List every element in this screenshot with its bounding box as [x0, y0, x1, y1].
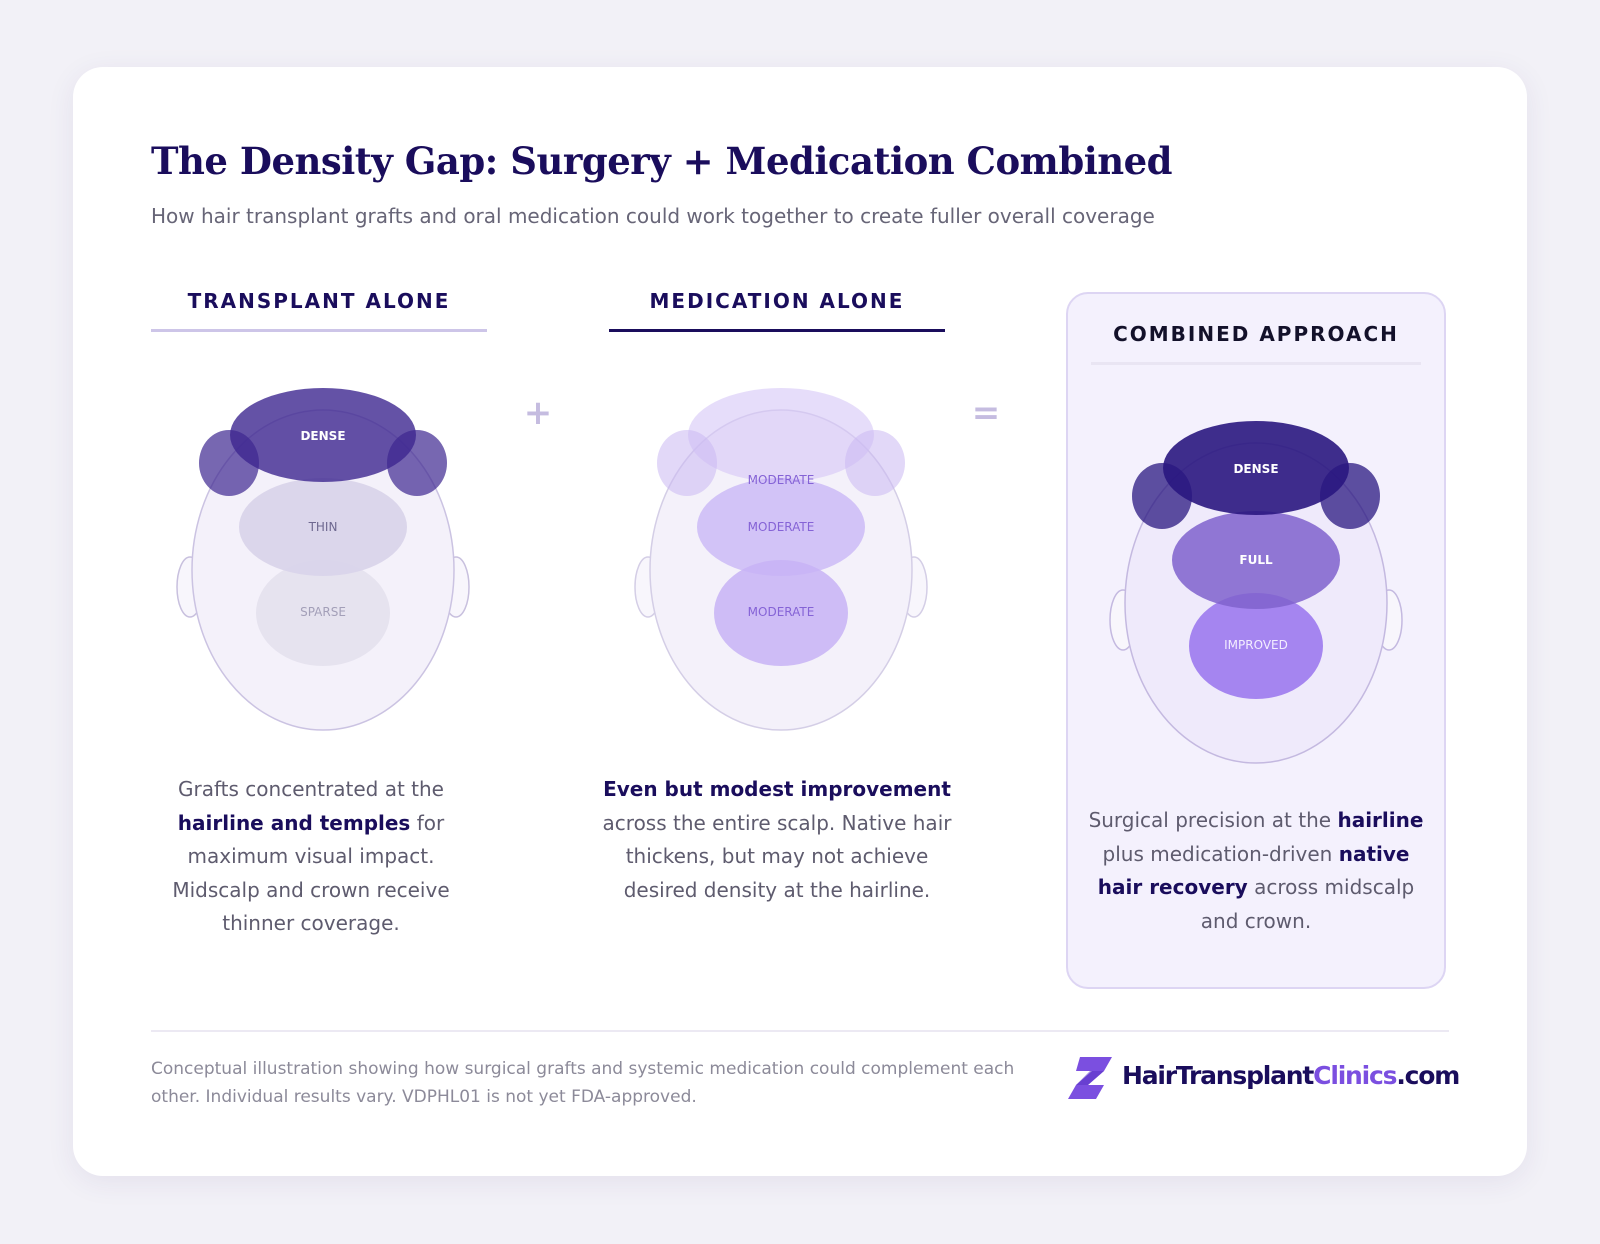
medication-description: Even but modest improvement across the e…	[602, 777, 952, 902]
footer-divider	[151, 1030, 1449, 1032]
combined-approach-panel: COMBINED APPROACH DENSE FULL IMPROVED Su…	[1066, 292, 1446, 989]
midscalp-label: THIN	[308, 520, 338, 534]
left-temple-zone	[199, 430, 259, 496]
hairline-zone	[688, 388, 874, 482]
transplant-description: Grafts concentrated at the hairline and …	[172, 777, 450, 935]
midscalp-label: FULL	[1239, 553, 1273, 567]
crown-zone	[714, 560, 848, 666]
hairline-zone	[230, 388, 416, 482]
midscalp-label: MODERATE	[748, 520, 815, 534]
left-temple-zone	[1132, 463, 1192, 529]
right-temple-zone	[387, 430, 447, 496]
head-diagram-medication: MODERATE MODERATE MODERATE	[634, 388, 928, 731]
brand-logo-icon	[1068, 1057, 1112, 1099]
left-temple-zone	[657, 430, 717, 496]
midscalp-zone	[697, 478, 865, 576]
hairline-label: MODERATE	[748, 473, 815, 487]
right-temple-zone	[1320, 463, 1380, 529]
crown-zone	[256, 560, 390, 666]
page-subtitle: How hair transplant grafts and oral medi…	[151, 204, 1155, 228]
footnote: Conceptual illustration showing how surg…	[151, 1059, 1015, 1107]
combined-description: Surgical precision at the hairline plus …	[1088, 808, 1424, 933]
hairline-label: DENSE	[300, 429, 345, 443]
crown-label: IMPROVED	[1224, 638, 1288, 652]
hairline-zone	[1163, 421, 1349, 515]
brand-logo[interactable]: HairTransplantClinics.com	[1066, 1055, 1460, 1103]
infographic-card: The Density Gap: Surgery + Medication Co…	[73, 67, 1527, 1176]
equals-icon: =	[971, 393, 1001, 433]
brand-name: HairTransplantClinics.com	[1122, 1061, 1460, 1090]
midscalp-zone	[239, 478, 407, 576]
crown-label: MODERATE	[748, 605, 815, 619]
head-diagram-transplant: DENSE THIN SPARSE	[176, 388, 470, 731]
column-heading-medication: MEDICATION ALONE	[609, 289, 945, 332]
head-diagram-combined: DENSE FULL IMPROVED	[1109, 421, 1403, 764]
page-title: The Density Gap: Surgery + Medication Co…	[151, 139, 1173, 183]
plus-icon: +	[523, 393, 553, 433]
column-heading-transplant: TRANSPLANT ALONE	[151, 289, 487, 332]
column-heading-combined: COMBINED APPROACH	[1091, 322, 1421, 365]
midscalp-zone	[1172, 511, 1340, 609]
right-temple-zone	[845, 430, 905, 496]
crown-label: SPARSE	[300, 605, 346, 619]
hairline-label: DENSE	[1233, 462, 1278, 476]
crown-zone	[1189, 593, 1323, 699]
